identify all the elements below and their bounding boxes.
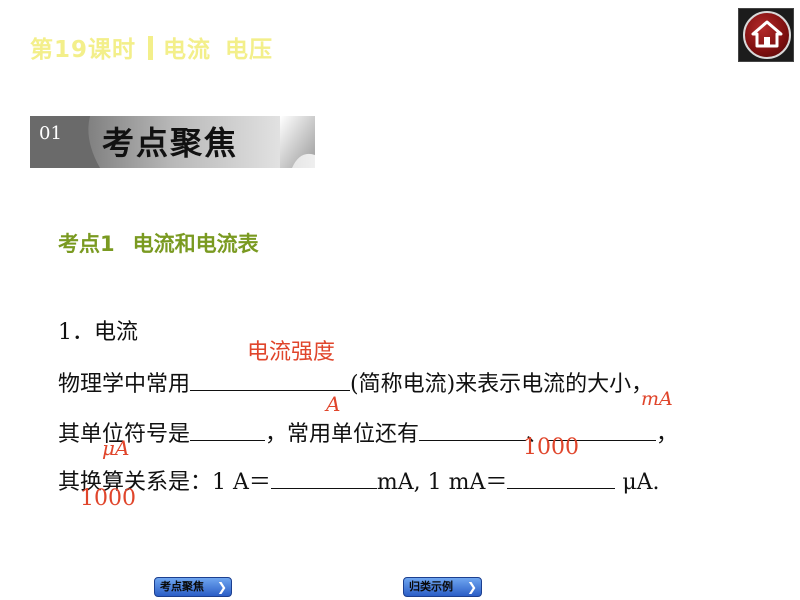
header-divider xyxy=(148,36,154,60)
chevron-right-icon: ❯ xyxy=(466,580,477,594)
home-icon xyxy=(751,20,783,48)
home-button-disc xyxy=(743,11,791,59)
chevron-right-icon: ❯ xyxy=(216,580,227,594)
banner-title: 考点聚焦 xyxy=(102,124,238,162)
nav-focus-button[interactable]: 考点聚焦 ❯ xyxy=(154,577,232,597)
blank-intensity xyxy=(190,370,351,391)
section-label: 考点1 xyxy=(58,232,115,256)
nav-examples-label: 归类示例 xyxy=(409,580,453,593)
answer-microamp: μA xyxy=(102,436,130,460)
answer-ma-value: 1000 xyxy=(523,435,579,460)
line3-mid: mA, 1 mA＝ xyxy=(376,470,508,495)
section-banner: 01 考点聚焦 xyxy=(30,110,315,172)
line3-suffix: μA. xyxy=(615,470,660,495)
line1-prefix: 物理学中常用 xyxy=(58,372,191,397)
answer-milliamp: mA xyxy=(641,388,673,410)
content-line-2: 其单位符号是 ，常用单位还有 、 ， xyxy=(58,420,678,446)
content-line-1: 物理学中常用 (简称电流)来表示电流的大小， xyxy=(58,370,653,396)
answer-unit: A xyxy=(326,392,341,416)
topic-current: 电流 xyxy=(163,37,212,63)
nav-examples-button[interactable]: 归类示例 ❯ xyxy=(403,577,482,597)
section-title: 电流和电流表 xyxy=(132,232,259,256)
item-title: 1．电流 xyxy=(58,320,138,345)
lesson-header: 第19课时电流电压 xyxy=(30,30,273,64)
answer-ua-value: 1000 xyxy=(80,486,136,511)
content-line-3: 其换算关系是：1 A＝ mA, 1 mA＝ μA. xyxy=(58,468,660,494)
line2-mid: ，常用单位还有 xyxy=(265,422,420,447)
answer-intensity: 电流强度 xyxy=(247,340,336,365)
topic-voltage: 电压 xyxy=(225,37,274,63)
blank-milliamp xyxy=(419,420,527,441)
blank-unit xyxy=(190,420,266,441)
lesson-number: 第19课时 xyxy=(30,37,137,63)
line2-separator: 、 xyxy=(526,422,549,447)
blank-ma-value xyxy=(270,468,377,489)
line1-suffix: (简称电流)来表示电流的大小， xyxy=(350,372,654,397)
blank-ua-value xyxy=(507,468,616,489)
blank-microamp xyxy=(548,420,657,441)
section-heading: 考点1 电流和电流表 xyxy=(58,228,259,258)
nav-focus-label: 考点聚焦 xyxy=(160,580,204,593)
home-button[interactable] xyxy=(738,8,794,62)
line2-prefix: 其单位符号是 xyxy=(58,422,191,447)
banner-number: 01 xyxy=(39,123,62,144)
line3-prefix: 其换算关系是：1 A＝ xyxy=(58,470,271,495)
line2-end: ， xyxy=(656,422,679,447)
